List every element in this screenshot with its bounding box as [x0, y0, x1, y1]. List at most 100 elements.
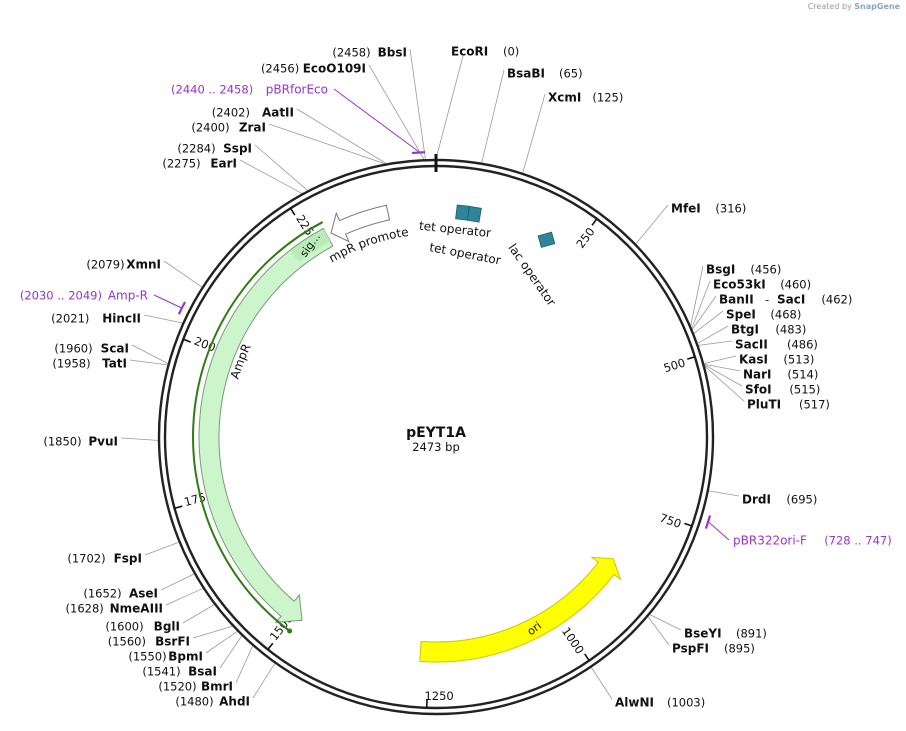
primer-amp-r-connector [153, 294, 182, 309]
enzyme-pluti-connector [704, 365, 745, 402]
enzyme-bseyi-connector [649, 614, 682, 631]
primer-pbrforeco-name: pBRforEco [266, 83, 328, 97]
primer-pbrforeco-label: pBRforEco (2440 .. 2458) [171, 83, 328, 97]
enzyme-bsgi-connector [690, 265, 704, 326]
tick-mark-1000 [584, 653, 590, 661]
enzyme-nmeaiii-name: NmeAIII [110, 602, 163, 616]
enzyme-eco53ki-connector [691, 280, 711, 329]
plasmid-name: pEYT1A [406, 425, 466, 441]
enzyme-aatii-name: AatII [262, 106, 294, 120]
enzyme-bgli-name: BglI [154, 620, 180, 634]
tick-mark-250 [591, 218, 598, 226]
tick-mark-500 [686, 356, 696, 360]
enzyme-bseyi-position: (891) [736, 627, 767, 641]
plasmid-backbone [157, 154, 715, 716]
enzyme-bsrfi-label: BsrFI (1560) [108, 635, 190, 649]
enzyme-xcmi-connector [522, 93, 546, 174]
enzyme-labels: EcoRI(0)BsaBI(65)XcmI(125)MfeI(316)BsgI(… [43, 45, 852, 710]
enzyme-pvui-name: PvuI [88, 435, 118, 449]
feature-ampr-arrow [198, 227, 334, 623]
enzyme-saci-name: SacI [777, 293, 805, 307]
enzyme-bgli-connector [182, 604, 215, 624]
enzyme-pluti-label: PluTI (517) [747, 398, 830, 412]
enzyme-nmeaiii-connector [165, 588, 204, 606]
enzyme-bsai-name: BsaI [188, 665, 217, 679]
enzyme-bpmi-position: (1550) [128, 650, 166, 664]
primer-pbrforeco-range: (2440 .. 2458) [171, 83, 253, 97]
enzyme-bsrfi-connector [192, 625, 233, 639]
enzyme-sfoi-label: SfoI (515) [745, 383, 820, 397]
enzyme-bmri-label: BmrI(1520) [158, 680, 233, 694]
enzyme-ecori-name: EcoRI [451, 45, 488, 59]
plasmid-length: 2473 bp [412, 440, 460, 454]
enzyme-spei-connector [693, 310, 724, 334]
feature-tet-operator-1-label: tet operator [418, 219, 491, 240]
enzyme-bsrfi-position: (1560) [108, 635, 146, 649]
feature-sig-segment [290, 229, 331, 263]
enzyme-sacii-position: (486) [787, 338, 818, 352]
primer-pbr322ori-f-bar [704, 515, 712, 529]
tick-mark-1750 [174, 505, 183, 510]
enzyme-tati-label: TatI(1958) [52, 357, 127, 371]
enzyme-pvui-position: (1850) [43, 435, 81, 449]
enzyme-alwni-position: (1003) [667, 696, 705, 710]
primer-pbrforeco-connector [333, 88, 419, 152]
enzyme-tati-name: TatI [102, 357, 127, 371]
feature-lac-operator-box [537, 231, 556, 248]
enzyme-pluti-name: PluTI [747, 398, 781, 412]
enzyme-spei-position: (468) [770, 308, 801, 322]
enzyme-pluti-position: (517) [799, 398, 830, 412]
enzyme-fspi-label: FspI(1702) [67, 552, 142, 566]
feature-tet-operator-1-box [455, 204, 470, 221]
enzyme-hincii-connector [143, 314, 183, 324]
enzyme-nari-label: NarI(514) [743, 368, 818, 382]
enzyme-aatii-position: (2402) [212, 106, 250, 120]
enzyme-pspfi-connector [647, 616, 670, 646]
enzyme-sspi-name: SspI [223, 142, 252, 156]
enzyme-ahdi-position: (1480) [175, 695, 213, 709]
enzyme-scai-connector [131, 344, 169, 364]
enzyme-fspi-position: (1702) [67, 552, 105, 566]
enzyme-connector-lines [120, 48, 745, 700]
enzyme-bpmi-label: BpmI(1550) [128, 650, 203, 664]
enzyme-kasi-name: KasI [739, 353, 768, 367]
primer-amp-r-bar [177, 301, 186, 315]
feature-tet-operator-2-label: tet operator [428, 240, 502, 268]
enzyme-pvui-connector [120, 437, 159, 441]
enzyme-eari-connector [239, 159, 303, 194]
enzyme-sspi-position: (2284) [177, 142, 215, 156]
enzyme-scai-label: ScaI(1960) [54, 342, 129, 356]
enzyme-xmni-position: (2079) [86, 258, 124, 272]
banii-saci-separator: - [765, 293, 769, 307]
enzyme-ecori-position: (0) [503, 45, 519, 59]
enzyme-zrai-label: ZraI(2400) [191, 121, 266, 135]
enzyme-bsabi-label: BsaBI(65) [507, 67, 583, 81]
enzyme-bpmi-name: BpmI [168, 650, 203, 664]
enzyme-nari-position: (514) [787, 368, 818, 382]
enzyme-bsrfi-name: BsrFI [155, 635, 190, 649]
enzyme-zrai-name: ZraI [239, 121, 266, 135]
enzyme-bsabi-connector [481, 69, 505, 163]
enzyme-pspfi-position: (895) [724, 642, 755, 656]
enzyme-kasi-label: KasI(513) [739, 353, 814, 367]
enzyme-sacii-name: SacII [735, 338, 768, 352]
primer-amp-r-range: (2030 .. 2049) [20, 289, 102, 303]
enzyme-xmni-label: XmnI(2079) [86, 258, 161, 272]
enzyme-ecoo109i-connector [368, 64, 425, 160]
enzyme-nmeaiii-position: (1628) [66, 602, 104, 616]
enzyme-sfoi-position: (515) [789, 383, 820, 397]
enzyme-ecoo109i-position: (2456) [261, 62, 299, 76]
enzyme-alwni-name: AlwNI [615, 696, 654, 710]
enzyme-ahdi-connector [252, 663, 276, 699]
tick-label-1250: 1250 [424, 689, 453, 703]
enzyme-eco53ki-position: (460) [780, 278, 811, 292]
enzyme-btgi-label: BtgI(483) [731, 323, 806, 337]
enzyme-bpmi-connector [205, 631, 238, 654]
enzyme-sfoi-name: SfoI [745, 383, 772, 397]
enzyme-hincii-name: HincII [102, 312, 141, 326]
enzyme-mfei-connector [635, 204, 669, 245]
enzyme-bmri-name: BmrI [201, 680, 233, 694]
enzyme-eco53ki-name: Eco53kI [713, 278, 766, 292]
enzyme-asei-connector [160, 573, 195, 591]
